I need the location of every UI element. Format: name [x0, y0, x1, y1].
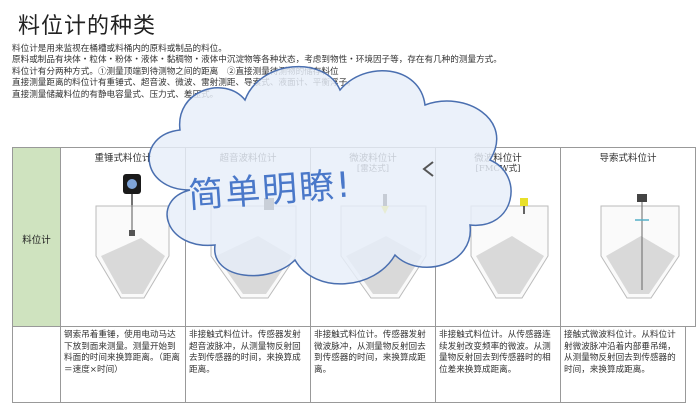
desc-cell: 接触式微波料位计。从料位计射微波脉冲沿着内部垂吊绳，从测量物反射回去到传感器的时… — [560, 326, 686, 403]
row-header-cell: 料位计 — [12, 147, 61, 327]
intro-line: 直接测量储藏料位的有静电容量式、压力式、差压式。 — [12, 89, 219, 100]
intro-line: 直接测量距离的料位计有重锤式、超音波、微波、雷射测距、导索式、液面计、平衡浮子。 — [12, 78, 356, 89]
column-description: 非接触式料位计。传感器发射超音波脉冲，从测量物反射回去到传感器的时间，来换算成距… — [189, 330, 301, 375]
column-title: 重锤式料位计 — [94, 153, 152, 164]
sensor-lens — [127, 179, 137, 189]
column-description: 接触式微波料位计。从料位计射微波脉冲沿着内部垂吊绳，从测量物反射回去到传感器的时… — [564, 330, 676, 375]
chevron-left-icon — [422, 161, 434, 177]
desc-cell: 非接触式料位计。传感器发射超音波脉冲，从测量物反射回去到传感器的时间，来换算成距… — [185, 326, 311, 403]
tank-illustration — [95, 174, 170, 299]
column-description: 钢索吊着重锤，使用电动马达下放到面来测量。测量开始到料面的时间来换算距离。（距离… — [64, 330, 181, 375]
tank-illustration — [600, 194, 680, 299]
row-label: 料位计 — [22, 235, 51, 246]
column-cell-guided-wave: 导索式料位计 — [560, 147, 696, 327]
intro-line: 料位计有分两种方式。①测量顶端到待测物之间的距离 ②直接测量待测物的储存料位 — [12, 66, 339, 77]
desc-cell: 钢索吊着重锤，使用电动马达下放到面来测量。测量开始到料面的时间来换算距离。（距离… — [60, 326, 186, 403]
intro-line: 料位计是用来监视在桶槽或料桶内的原料或制品的料位。 — [12, 44, 227, 54]
desc-cell: 非接触式料位计。传感器发射微波脉冲，从测量物反射回去到传感器的时间，来换算成距离… — [310, 326, 436, 403]
tank-illustration — [470, 198, 549, 299]
column-description: 非接触式料位计。从传感器连续发射改变频率的微波。从测量物反射回去到传感器时的相位… — [439, 330, 551, 375]
row-header-cell-empty — [12, 326, 61, 403]
column-title: 导索式料位计 — [599, 153, 657, 164]
column-cell-weight: 重锤式料位计 — [60, 147, 186, 327]
intro-text: 料位计是用来监视在桶槽或料桶内的原料或制品的料位。 原料或制品有块体・粒体・粉体… — [12, 44, 672, 101]
level-meter-table: 料位计 重锤式料位计 钢索吊着重锤，使用电动马达下放到面来测量。测量开始到料面的… — [12, 147, 696, 403]
column-cell-microwave-fmcw: 微波料位计 [FMCW式] — [435, 147, 561, 327]
intro-line: 原料或制品有块体・粒体・粉体・液体・黏稠物・液体中沉淀物等各种状态，考虑到物性・… — [12, 55, 502, 66]
desc-cell: 非接触式料位计。从传感器连续发射改变频率的微波。从测量物反射回去到传感器时的相位… — [435, 326, 561, 403]
column-description: 非接触式料位计。传感器发射微波脉冲，从测量物反射回去到传感器的时间，来换算成距离… — [314, 330, 426, 375]
page-title: 料位计的种类 — [18, 14, 157, 39]
